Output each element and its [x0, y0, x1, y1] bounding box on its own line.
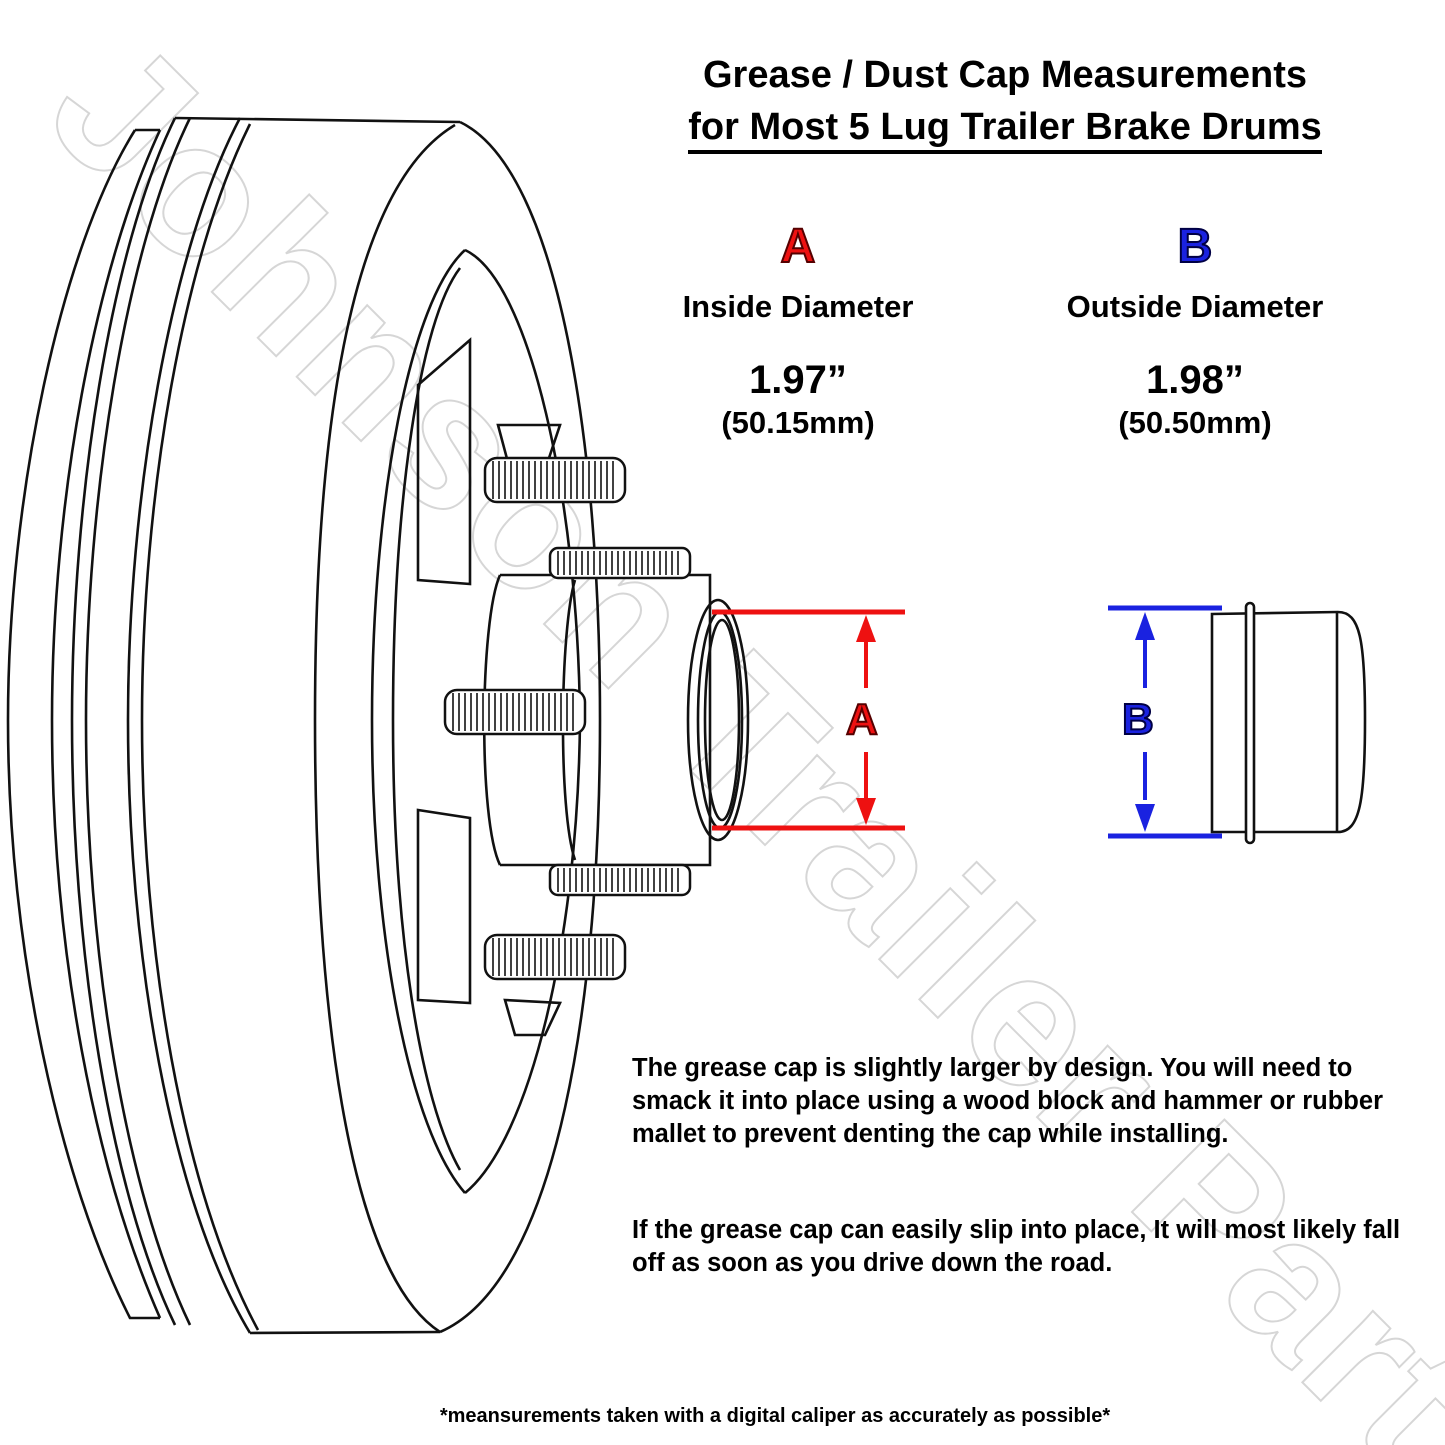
dim-a-arrow-up	[856, 615, 876, 642]
measurement-a-metric: (50.15mm)	[721, 405, 875, 440]
title-line-2: for Most 5 Lug Trailer Brake Drums	[600, 102, 1410, 154]
stud	[548, 863, 692, 897]
lower-shoe	[416, 808, 472, 1005]
grease-cap	[1210, 601, 1367, 845]
measurement-b-label: Outside Diameter	[1066, 289, 1324, 324]
stud	[548, 546, 692, 580]
measurement-a-inches: 1.97”	[749, 358, 847, 402]
title-line-2-text: for Most 5 Lug Trailer Brake Drums	[688, 106, 1322, 154]
upper-shoe	[416, 337, 472, 586]
footnote: *meansurements taken with a digital cali…	[439, 1405, 1111, 1427]
measurement-a-letter: A	[780, 219, 817, 274]
measurement-b-inches: 1.98”	[1146, 358, 1244, 402]
wheel-studs	[443, 456, 692, 981]
dim-a-arrow-down	[856, 798, 876, 825]
dim-b-arrow-up	[1135, 612, 1155, 640]
stud-threads	[452, 461, 679, 976]
dim-b-label: B	[1121, 694, 1155, 745]
dim-a-label: A	[845, 694, 879, 745]
dimension-b	[1108, 605, 1222, 839]
stud	[483, 456, 627, 504]
title-line-1: Grease / Dust Cap Measurements	[702, 54, 1307, 96]
dim-b-arrow-down	[1135, 804, 1155, 832]
cap-flange-ring	[1244, 601, 1256, 845]
stud	[483, 933, 627, 981]
drum-back-rim	[6, 129, 160, 1320]
dimension-a	[712, 609, 905, 831]
stud	[443, 688, 587, 736]
measurement-b-letter: B	[1177, 219, 1214, 274]
measurement-a-label: Inside Diameter	[682, 289, 914, 324]
warning-note: If the grease cap can easily slip into p…	[632, 1216, 1401, 1277]
installation-note: The grease cap is slightly larger by des…	[632, 1054, 1383, 1148]
measurement-b-metric: (50.50mm)	[1118, 405, 1272, 440]
